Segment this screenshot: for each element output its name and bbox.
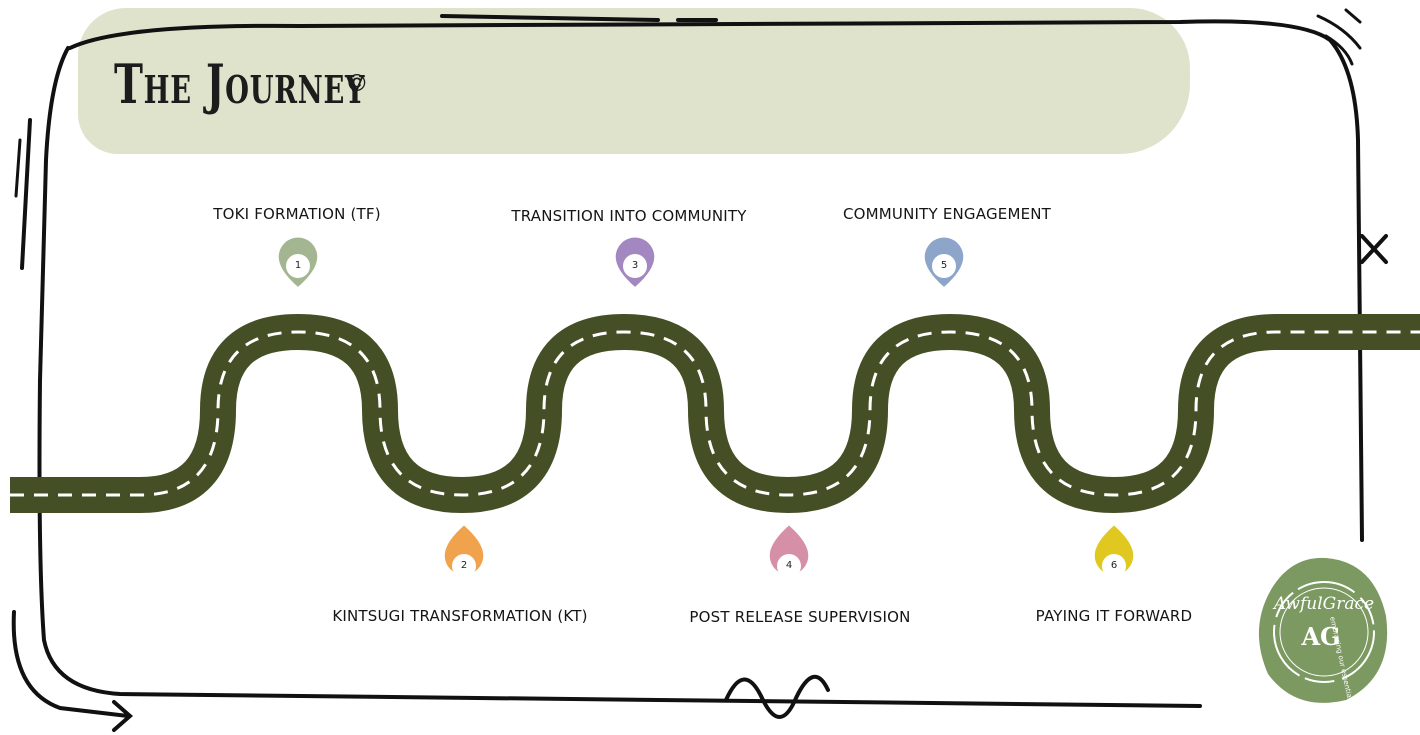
stage-label-5: COMMUNITY ENGAGEMENT <box>842 205 1052 223</box>
stage-label-4: POST RELEASE SUPERVISION <box>689 608 911 626</box>
title-banner <box>78 8 1190 154</box>
logo-brand-text: AwfulGrace <box>1273 594 1375 614</box>
stage-marker-4: 4 <box>762 524 816 578</box>
stage-marker-3: 3 <box>608 236 662 290</box>
stage-label-6: PAYING IT FORWARD <box>1035 607 1193 625</box>
logo-badge <box>1258 557 1388 703</box>
stage-label-2: KINTSUGI TRANSFORMATION (KT) <box>332 607 588 625</box>
logo-monogram: AG <box>1301 622 1341 651</box>
stage-number-1: 1 <box>286 254 310 278</box>
stage-label-1: TOKI FORMATION (TF) <box>213 205 381 223</box>
stage-number-3: 3 <box>623 254 647 278</box>
stage-number-6: 6 <box>1102 554 1126 578</box>
road-surface <box>10 314 1420 513</box>
stage-number-2: 2 <box>452 554 476 578</box>
stage-marker-2: 2 <box>437 524 491 578</box>
page-title: The Journey <box>114 52 366 116</box>
stage-label-3: TRANSITION INTO COMMUNITY <box>511 207 747 225</box>
stage-marker-6: 6 <box>1087 524 1141 578</box>
stage-marker-1: 1 <box>271 236 325 290</box>
stage-marker-5: 5 <box>917 236 971 290</box>
stage-number-4: 4 <box>777 554 801 578</box>
stage-number-5: 5 <box>932 254 956 278</box>
copyright-mark: © <box>348 70 366 97</box>
awfulgrace-logo: AwfulGrace AG embracing our essential hu… <box>1256 556 1390 735</box>
